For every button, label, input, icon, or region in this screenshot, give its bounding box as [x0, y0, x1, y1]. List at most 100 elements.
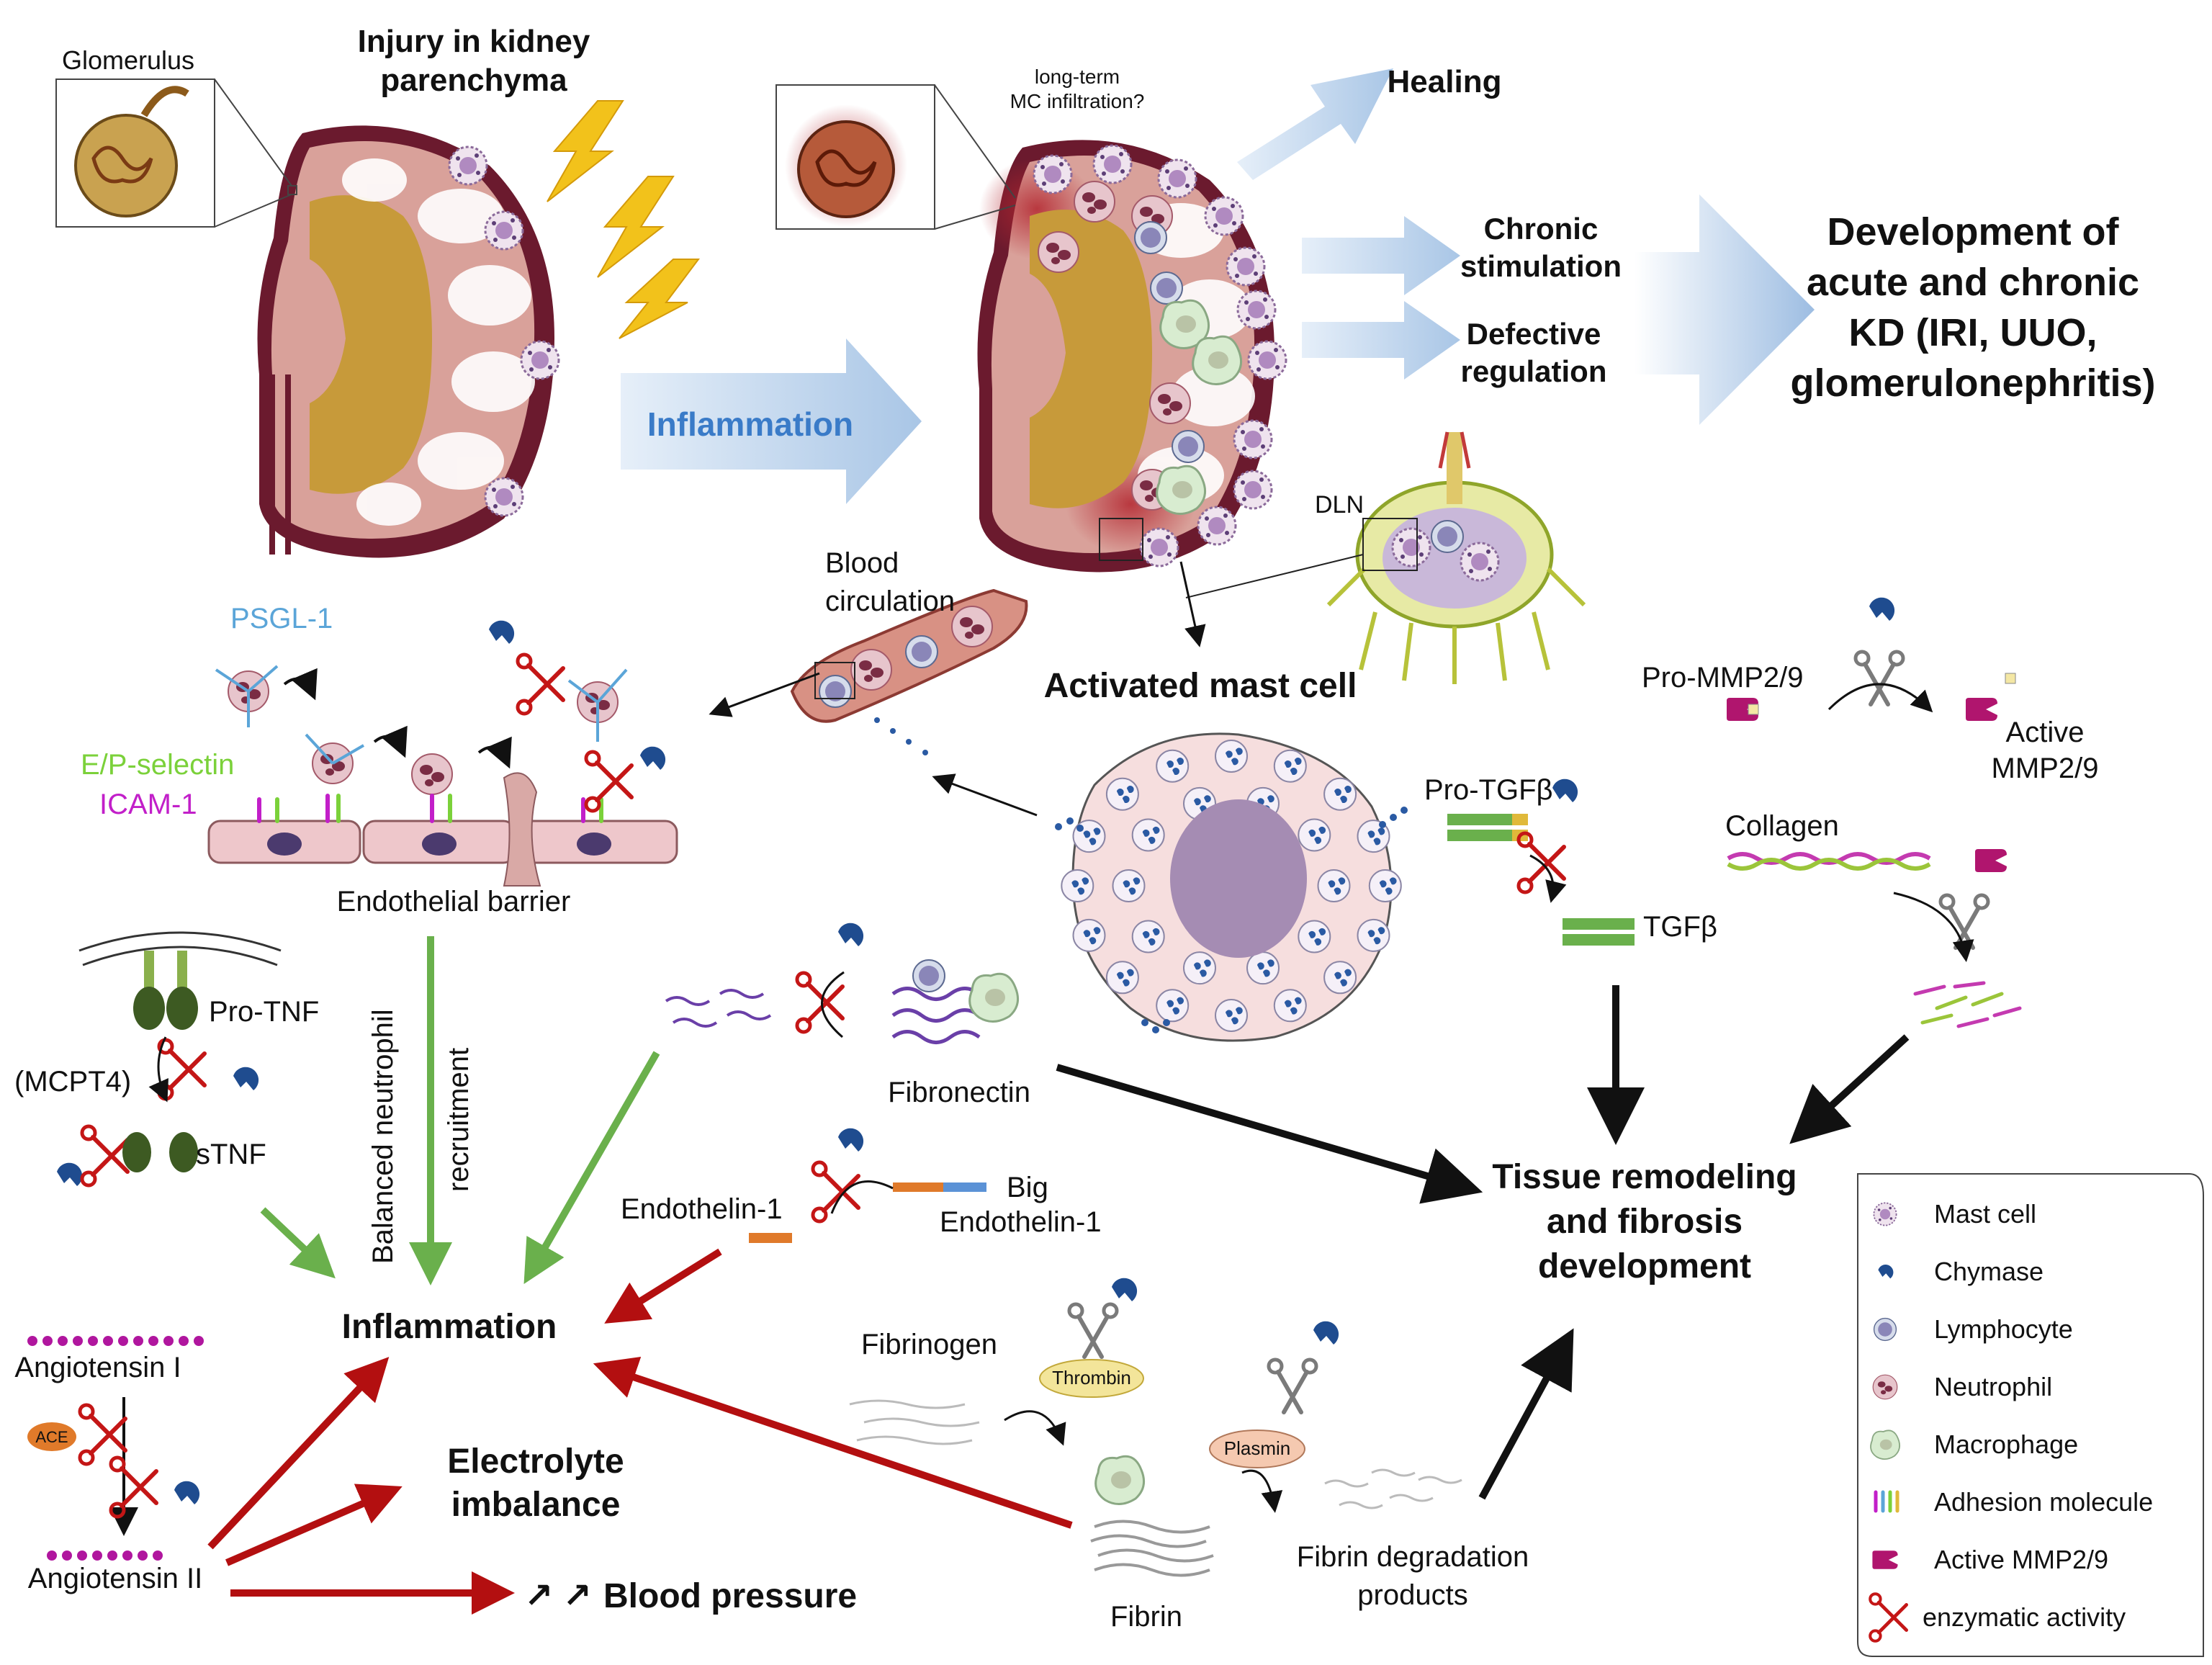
glomerulus-inset	[55, 78, 297, 228]
blood-vessel	[790, 588, 1028, 723]
angiotensin2-label: Angiotensin II	[28, 1563, 202, 1594]
blood-line1: Blood	[825, 547, 899, 579]
plasmin-enzyme	[1209, 1321, 1339, 1513]
legend-chymase: Chymase	[1934, 1257, 2044, 1286]
angiotensin-chain-2	[47, 1550, 163, 1561]
injury-title-line2: parenchyma	[380, 63, 567, 98]
mast-cell-granule	[1061, 869, 1094, 902]
inflammation-center-label: Inflammation	[342, 1308, 557, 1346]
arrow-mastcell-to-vessel	[932, 773, 1038, 817]
dln-connector	[1185, 554, 1364, 598]
defective-line2: regulation	[1460, 354, 1606, 388]
mast-cell-granule	[1072, 918, 1106, 952]
kd-big-arrow	[1635, 194, 1815, 425]
pro-tnf	[78, 931, 282, 1030]
active-mmp-line2: MMP2/9	[1992, 753, 2099, 784]
arrow-to-activated-mast-cell	[1179, 561, 1206, 647]
mast-cell-granule	[1323, 777, 1357, 811]
plasmin-label: Plasmin	[1224, 1437, 1290, 1459]
legend-macrophage-icon	[1870, 1430, 1901, 1460]
activated-mast-cell	[1061, 732, 1402, 1042]
stnf-label: sTNF	[196, 1139, 266, 1170]
recruitment-label: recruitment	[443, 1048, 475, 1192]
collagen-cleavage	[1727, 849, 2022, 1028]
mast-cell-granule	[1183, 951, 1216, 985]
chymase-icon	[1869, 597, 1895, 621]
injury-title-line1: Injury in kidney	[358, 24, 590, 59]
mast-cell-granule	[1298, 920, 1331, 953]
legend-enzymatic-activity: enzymatic activity	[1923, 1602, 2126, 1632]
glomerulus-inflamed-inset	[775, 84, 1016, 230]
fibrinogen-label: Fibrinogen	[861, 1329, 997, 1360]
mast-cell-granule	[1317, 869, 1351, 902]
endothelin-cleavage	[749, 1128, 986, 1243]
endothelial-barrier	[207, 620, 678, 887]
legend-mast-cell: Mast cell	[1934, 1199, 2036, 1229]
tgfb-label: TGFβ	[1643, 911, 1717, 943]
angiotensin-chain-1	[27, 1336, 204, 1346]
ep-selectin-label: E/P-selectin	[81, 749, 234, 781]
legend-neutrophil: Neutrophil	[1934, 1372, 2052, 1401]
collagen-label: Collagen	[1725, 810, 1839, 842]
black-arrows	[1056, 985, 1910, 1500]
defective-line1: Defective	[1467, 317, 1601, 351]
inflammation-arrow	[621, 338, 922, 504]
kidney-inflamed	[977, 140, 1287, 573]
fibrinogen-fibers	[849, 1399, 980, 1445]
kd-line3: KD (IRI, UUO,	[1849, 311, 2098, 354]
green-arrows	[260, 936, 660, 1285]
balanced-neutrophil-label: Balanced neutrophil	[367, 1009, 399, 1264]
kd-line4: glomerulonephritis)	[1790, 362, 2155, 405]
pro-mmp-label: Pro-MMP2/9	[1642, 662, 1804, 694]
tgfb-activation	[1447, 778, 1635, 946]
blood-pressure-label: Blood pressure	[603, 1577, 857, 1615]
healing-label: Healing	[1388, 64, 1502, 99]
mast-cell-granule	[1215, 999, 1248, 1032]
arrow-vessel-to-endothelium	[709, 672, 820, 717]
kidney-zoom-box	[1099, 518, 1143, 561]
inflammation-arrow-label: Inflammation	[647, 405, 853, 443]
active-mmp-line1: Active	[2006, 717, 2085, 748]
bp-arrows: ↗ ↗	[524, 1577, 592, 1615]
psgl1-label: PSGL-1	[230, 603, 333, 634]
angiotensin-conversion	[27, 1397, 200, 1536]
legend-neutrophil-icon	[1872, 1374, 1898, 1400]
mast-cell-granule	[1368, 869, 1402, 902]
mast-cell-granule	[1156, 749, 1190, 783]
electrolyte-line1: Electrolyte	[447, 1442, 624, 1481]
mast-cell-granule	[1105, 777, 1139, 811]
healing-arrow	[1237, 68, 1393, 180]
legend-lymphocyte: Lymphocyte	[1934, 1314, 2073, 1344]
legend	[1857, 1173, 2204, 1657]
mast-cell-granule	[1273, 989, 1307, 1023]
chronic-stimulation-arrow	[1302, 216, 1460, 295]
fibronectin-cleavage	[665, 923, 1020, 1044]
chronic-line1: Chronic	[1484, 212, 1599, 246]
legend-mast-cell-icon	[1873, 1202, 1897, 1226]
legend-adhesion-icon	[1874, 1490, 1899, 1513]
kd-line1: Development of	[1827, 210, 2119, 253]
kidney-injured	[257, 125, 560, 558]
mast-cell-granule	[1112, 869, 1146, 902]
fibrin-fragments	[1324, 1468, 1462, 1509]
mast-cell-granule	[1273, 749, 1307, 783]
big-endothelin-line2: Endothelin-1	[940, 1206, 1102, 1238]
fibrin-clot	[1090, 1455, 1214, 1577]
red-arrows	[207, 1248, 1073, 1615]
mast-cell-granule	[1105, 961, 1139, 995]
defective-regulation-arrow	[1302, 301, 1460, 380]
fdp-line1: Fibrin degradation	[1297, 1541, 1529, 1573]
blood-line2: circulation	[825, 585, 955, 617]
mast-cell-granule	[1072, 820, 1106, 853]
endothelial-barrier-label: Endothelial barrier	[337, 886, 571, 917]
electrolyte-line2: imbalance	[451, 1486, 621, 1524]
legend-macrophage: Macrophage	[1934, 1430, 2078, 1459]
legend-adhesion-molecule: Adhesion molecule	[1934, 1487, 2153, 1517]
mast-cell-granule	[1156, 989, 1190, 1023]
degranulation-dots	[874, 717, 1408, 1033]
mmp-activation	[1727, 652, 2016, 721]
glomerulus-label: Glomerulus	[62, 45, 194, 75]
pro-tnf-label: Pro-TNF	[209, 996, 319, 1028]
mast-cell-granule	[1357, 918, 1390, 952]
